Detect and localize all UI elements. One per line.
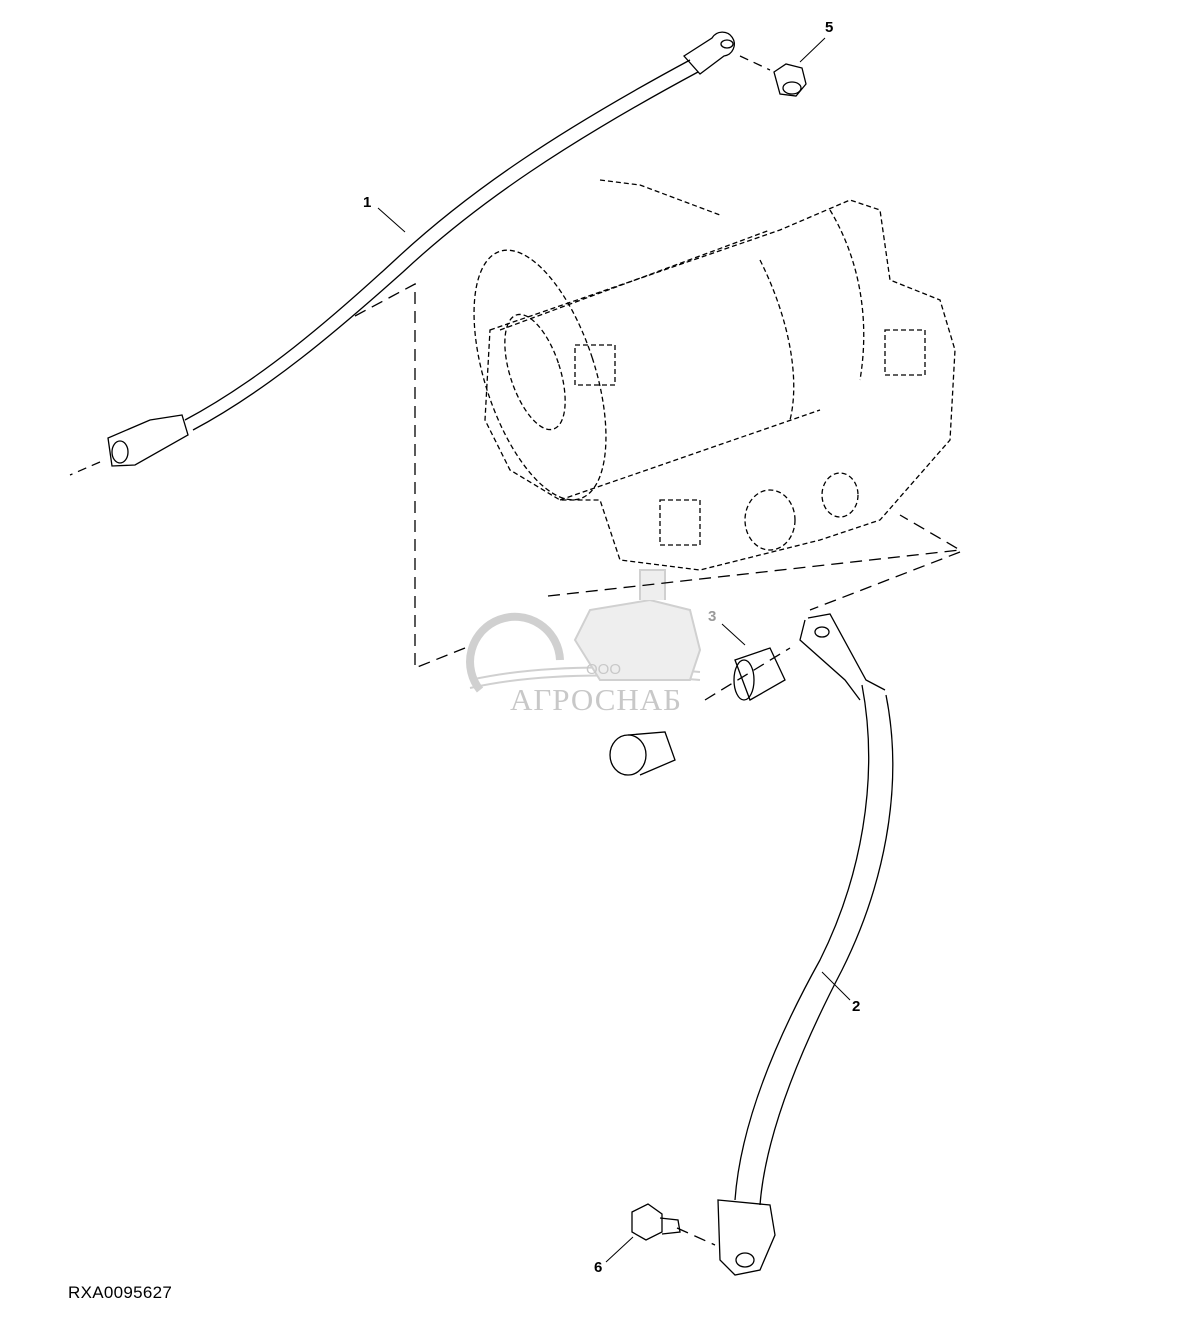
nut [773, 63, 807, 97]
callout-5: 5 [825, 19, 834, 36]
callout-2: 2 [852, 998, 861, 1015]
watermark-name: АГРОСНАБ [510, 682, 682, 717]
figure-id: RXA0095627 [68, 1283, 173, 1302]
starter-motor [473, 179, 956, 571]
callout-6: 6 [594, 1259, 603, 1276]
cable-1 [69, 31, 771, 476]
bolt-mount [609, 731, 676, 776]
leader-lines [377, 37, 851, 1263]
cable-2 [717, 613, 894, 1276]
callout-1: 1 [363, 194, 372, 211]
callout-3: 3 [708, 608, 717, 625]
mount-lines [354, 282, 963, 1246]
watermark-logo [466, 569, 702, 693]
watermark-prefix: ООО [586, 661, 622, 678]
spacer [733, 647, 786, 701]
bolt [631, 1203, 681, 1241]
